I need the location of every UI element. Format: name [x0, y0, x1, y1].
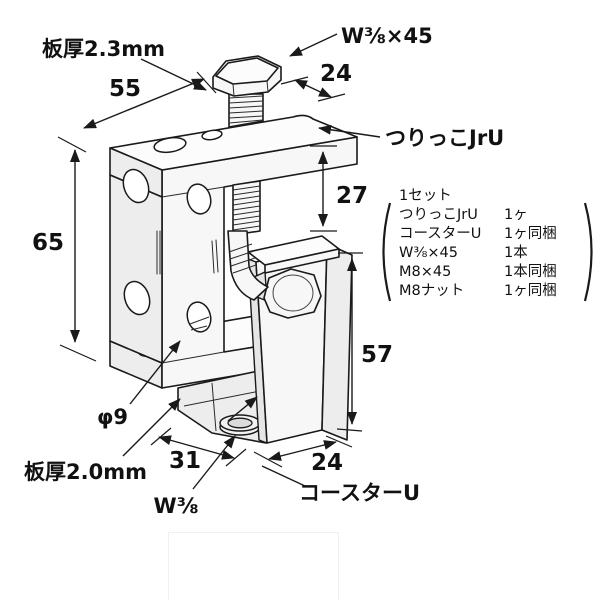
dimension-65 [59, 149, 97, 362]
side-wall-slot [156, 230, 161, 275]
channel-interior [177, 370, 267, 444]
rod-hook [227, 230, 269, 301]
label-depth-24-bottom: 24 [311, 450, 343, 476]
threaded-rod [228, 93, 264, 236]
faint-watermark-box [168, 532, 339, 600]
label-width-55: 55 [109, 76, 141, 102]
parts-list-item-name: M8×45 [399, 264, 451, 280]
parts-list-item-name: M8ナット [399, 283, 464, 299]
dimension-31 [150, 427, 247, 467]
leader-coaster-name [261, 465, 306, 487]
parts-list-item-qty: 1ヶ同梱 [504, 282, 557, 299]
top-flange-hole-large [153, 136, 187, 154]
parts-list-item-qty: 1ヶ [504, 207, 528, 223]
front-wall-upper-hole [186, 183, 212, 215]
bracket-top-flange [109, 114, 358, 198]
dimension-57 [336, 252, 363, 432]
leader-plate-thickness-top [140, 58, 207, 91]
label-bolt-spec-top: W⅜×45 [341, 24, 433, 48]
dimension-24-bottom [253, 435, 353, 468]
hook-coil-threads [228, 243, 257, 274]
label-hole-dia: φ9 [97, 405, 128, 429]
parts-list-item-name: コースターU [399, 225, 481, 242]
dimension-27 [310, 145, 337, 232]
parts-list-item-name: つりっこJrU [399, 207, 478, 223]
label-depth-24-top: 24 [320, 61, 352, 87]
rod-threads-lower [232, 185, 261, 231]
bracket-side-wall [109, 168, 163, 364]
front-wall-slot [211, 239, 219, 274]
dimension-24-top [280, 76, 346, 102]
label-plate-thickness-top: 板厚2.3mm [42, 37, 165, 61]
label-product-name: つりっこJrU [385, 126, 504, 150]
parts-list-title: 1セット [399, 188, 452, 204]
label-height-57: 57 [361, 342, 393, 368]
label-plate-thickness-bottom: 板厚2.0mm [24, 460, 147, 484]
label-coaster-name: コースターU [299, 481, 420, 505]
parts-list-paren-left [382, 202, 392, 302]
bracket-front-profile [161, 136, 358, 389]
leader-plate-thickness-bottom [122, 396, 258, 457]
label-gap-27: 27 [336, 183, 368, 209]
top-hex-bolt [212, 55, 282, 97]
label-width-31: 31 [169, 448, 201, 474]
tsurikko-bracket [109, 114, 358, 389]
front-wall-lower-hole [186, 301, 212, 333]
parts-list-paren-right [583, 202, 593, 302]
parts-list-item-qty: 1本同梱 [504, 263, 557, 280]
leader-bolt-spec-top [289, 33, 338, 57]
leader-hole-dia [129, 340, 181, 405]
parts-list-item-qty: 1ヶ同梱 [504, 225, 557, 242]
side-wall-upper-hole [122, 168, 150, 204]
leader-product-name [318, 124, 381, 138]
parts-list-item-qty: 1本 [504, 244, 528, 261]
parts-list-item-name: W⅜×45 [399, 245, 458, 261]
label-thread-spec: W⅜ [154, 494, 199, 518]
tongue-plate [247, 235, 340, 274]
rod-threads-upper [228, 95, 264, 124]
top-flange-hole-small [201, 129, 223, 141]
label-height-65: 65 [32, 230, 64, 256]
parts-list: 1セット つりっこJrU 1ヶ コースターU 1ヶ同梱 W⅜×45 1本 M8×… [382, 188, 593, 302]
leader-thread-spec [192, 435, 236, 490]
base-thread-hole [219, 414, 261, 436]
side-wall-lower-hole [123, 280, 151, 316]
